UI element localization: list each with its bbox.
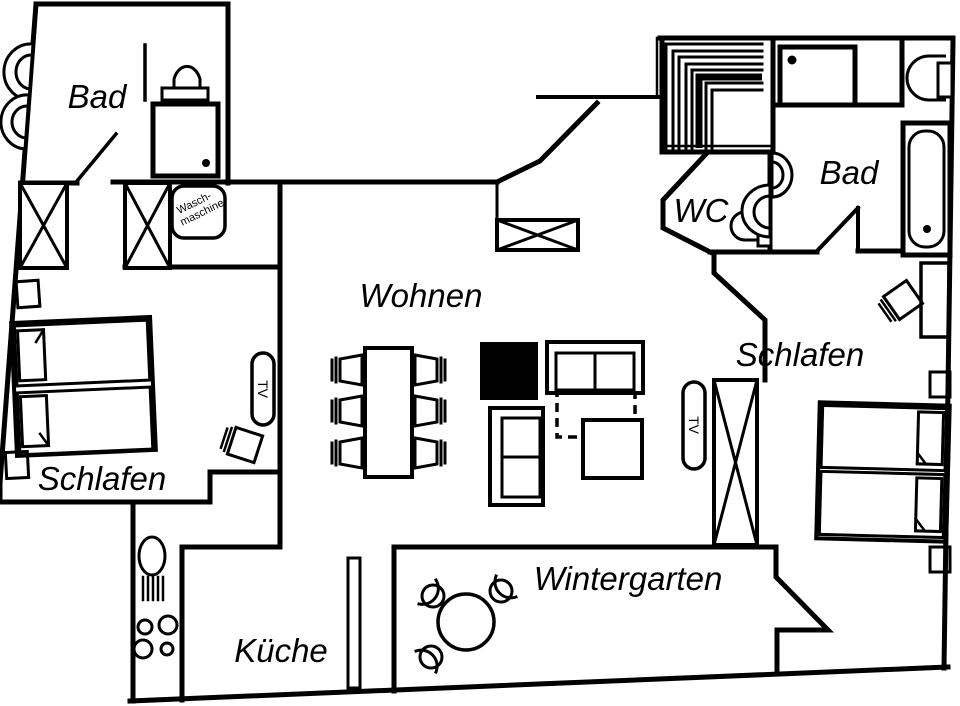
tv-icon — [250, 351, 276, 427]
bedroom-left: TV — [3, 278, 276, 481]
bedroom-right — [712, 261, 952, 574]
washing-machine-icon — [170, 184, 227, 240]
dining-table-icon — [363, 346, 414, 479]
bad-door-leaf — [814, 205, 861, 254]
nightstand-icon — [928, 545, 952, 574]
sofa-icon — [545, 340, 645, 395]
hallway-storage: Wasch- maschine — [17, 180, 227, 271]
pillow-icon — [913, 476, 944, 534]
toilet-icon — [2, 42, 35, 102]
armchair-icon — [581, 418, 644, 480]
wintergarten-room — [414, 574, 518, 674]
tv-icon — [681, 380, 707, 471]
kitchen — [132, 535, 179, 660]
double-bed-icon — [9, 314, 158, 459]
nightstand-icon — [928, 370, 952, 399]
tv-label: TV — [255, 380, 271, 399]
room-label-bad-left: Bad — [68, 78, 128, 115]
pillow-icon — [15, 328, 48, 383]
bathroom-left — [0, 42, 221, 179]
shower-drain — [787, 55, 797, 65]
drainboard-icon — [141, 575, 165, 602]
bad-left-door-leaf — [74, 131, 119, 184]
dashed-area — [555, 391, 637, 439]
living-room: TV — [330, 218, 707, 507]
room-label-bad-right: Bad — [820, 154, 880, 191]
tv-label: TV — [686, 416, 702, 435]
washbasin-shelf — [160, 86, 210, 102]
bathroom-right — [740, 44, 954, 258]
room-label-wintergarten: Wintergarten — [534, 560, 723, 597]
bathtub-drain — [923, 225, 931, 233]
wall-pier — [346, 556, 362, 690]
washbasin-icon — [905, 54, 946, 102]
nightstand-icon — [14, 278, 42, 310]
chair-icon — [219, 425, 265, 465]
room-label-wohnen: Wohnen — [360, 277, 483, 314]
pillow-icon — [18, 394, 51, 449]
kitchen-sink-icon — [137, 535, 167, 577]
room-label-schlafen-right: Schlafen — [736, 336, 864, 373]
cooktop-icon — [132, 614, 179, 660]
room-label-schlafen-left: Schlafen — [38, 460, 166, 497]
round-table-icon — [436, 592, 496, 652]
room-labels: Bad Schlafen Wohnen WC Bad Schlafen Küch… — [38, 78, 880, 669]
bathtub-icon — [900, 120, 953, 258]
double-bed-icon — [814, 400, 952, 544]
dining-chairs — [330, 353, 447, 470]
staircase-icon — [659, 35, 776, 155]
pillow-icon — [915, 410, 946, 467]
tiled-stove-icon — [480, 342, 538, 400]
sofa-icon — [488, 406, 545, 507]
garden-chairs — [414, 574, 518, 674]
bidet-icon — [0, 93, 31, 151]
chair-icon — [877, 278, 925, 323]
room-label-kueche: Küche — [234, 632, 328, 669]
shower-drain — [202, 159, 210, 167]
room-label-wc: WC — [674, 192, 730, 229]
desk-icon — [919, 261, 951, 339]
